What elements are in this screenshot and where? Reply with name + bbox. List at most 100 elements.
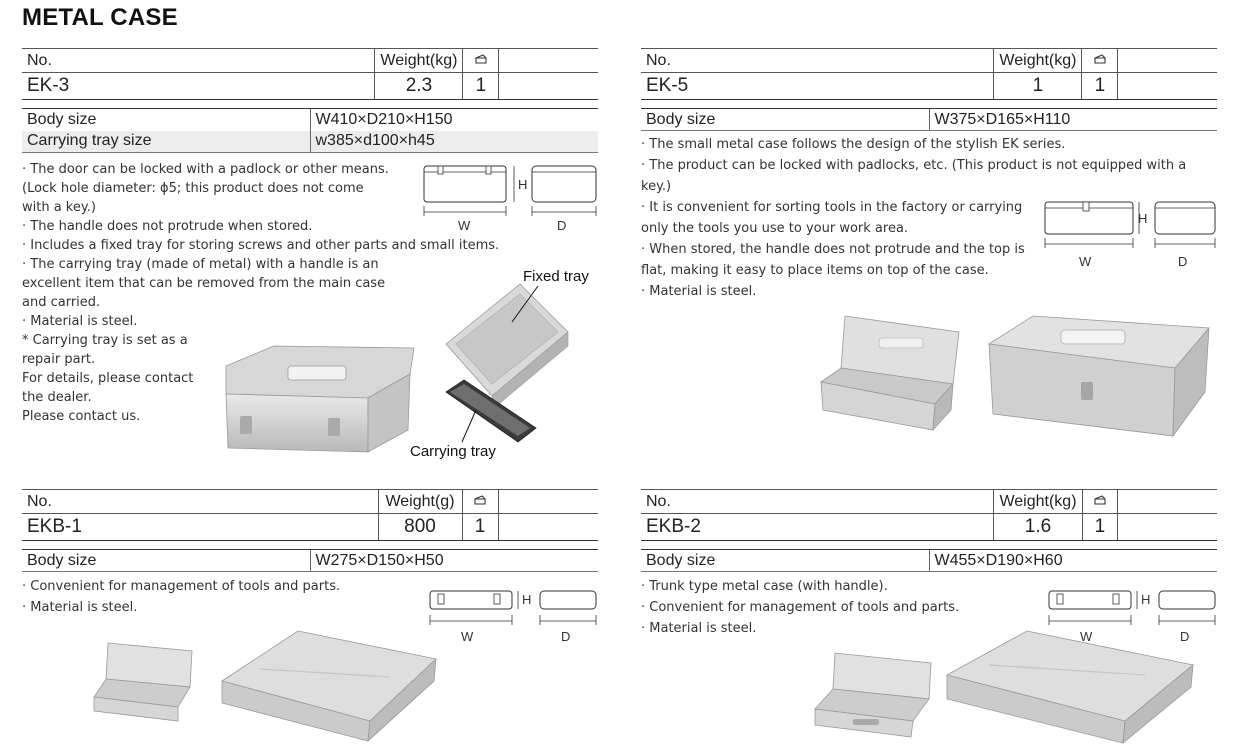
spec-table: No. Weight(kg) EK-5 1 1 [641,48,1217,100]
note-item: with a key.) [22,200,96,215]
dim-d-label: D [557,218,567,233]
note-item: · The product can be locked with padlock… [641,158,1187,173]
weight-header: Weight(kg) [993,48,1082,73]
model-number: EKB-1 [22,513,378,541]
note-item: key.) [641,179,672,194]
weight-header: Weight(g) [377,489,462,514]
dim-d-label: D [1180,629,1190,644]
note-item: and carried. [22,295,101,310]
size-table: Body size W455×D190×H60 [641,549,1217,572]
case-ek-5-open-image [819,315,960,432]
dimension-diagram [1044,201,1216,248]
no-header: No. [641,489,994,514]
body-size-label: Body size [641,549,929,572]
body-size-value: W275×D150×H50 [309,549,598,572]
dim-w-label: W [458,218,471,233]
case-ekb-1-closed-image [221,630,437,742]
quantity-value: 1 [1081,72,1118,100]
note-item: · Convenient for management of tools and… [641,600,960,615]
weight-header: Weight(kg) [374,48,463,73]
carrying-tray-leader-line [461,409,477,443]
box-icon [1081,489,1118,514]
trays-image [445,283,569,443]
dim-h-label: H [518,177,528,192]
quantity-value: 1 [1081,513,1118,541]
tray-size-value: w385×d100×h45 [309,130,598,153]
quantity-value: 1 [461,513,498,541]
note-item: · The small metal case follows the desig… [641,137,1066,152]
note-item: * Carrying tray is set as a [22,333,188,348]
notes-list: · Trunk type metal case (with handle). ·… [641,576,1041,639]
spec-table: No. Weight(kg) EKB-2 1.6 1 [641,489,1217,541]
dim-h-label: H [522,592,532,607]
dim-w-label: W [461,629,474,644]
note-item: repair part. [22,352,96,367]
body-size-label: Body size [641,108,929,131]
box-icon [461,489,498,514]
note-item: · The handle does not protrude when stor… [22,219,313,234]
note-item: · The door can be locked with a padlock … [22,162,389,177]
dimension-diagram [423,165,597,216]
note-item: · Material is steel. [641,284,757,299]
size-table: Body size W410×D210×H150 Carrying tray s… [22,108,598,153]
notes-list: · Convenient for management of tools and… [22,576,422,618]
model-number: EKB-2 [641,513,994,541]
note-item: (Lock hole diameter: ϕ5; this product do… [22,181,364,196]
size-table: Body size W375×D165×H110 [641,108,1217,131]
note-item: · Material is steel. [641,621,757,636]
case-ekb-2-closed-image [945,630,1194,744]
note-item: · It is convenient for sorting tools in … [641,200,1023,215]
no-header: No. [22,48,375,73]
fixed-tray-leader-line [511,285,539,323]
model-number: EK-3 [22,72,375,100]
tray-size-label: Carrying tray size [22,130,310,153]
dimension-diagram [429,590,597,625]
body-size-value: W455×D190×H60 [928,549,1217,572]
note-item: · Trunk type metal case (with handle). [641,579,888,594]
body-size-value: W410×D210×H150 [309,108,598,131]
spec-table: No. Weight(g) EKB-1 800 1 [22,489,598,541]
dim-w-label: W [1079,254,1092,269]
note-item: flat, making it easy to place items on t… [641,263,989,278]
dim-d-label: D [561,629,571,644]
body-size-label: Body size [22,549,310,572]
dim-d-label: D [1178,254,1188,269]
quantity-value: 1 [462,72,499,100]
note-item: For details, please contact [22,371,194,386]
note-item: the dealer. [22,390,92,405]
box-icon [1081,48,1118,73]
notes-list: · The door can be locked with a padlock … [22,160,522,426]
note-item: · When stored, the handle does not protr… [641,242,1025,257]
no-header: No. [641,48,994,73]
note-item: only the tools you use to your work area… [641,221,909,236]
product-ek-5: No. Weight(kg) EK-5 1 1 Body size W375×D… [641,48,1217,448]
note-item: excellent item that can be removed from … [22,276,386,291]
dim-w-label: W [1080,629,1093,644]
body-size-label: Body size [22,108,310,131]
weight-value: 1.6 [993,513,1083,541]
product-ekb-1: No. Weight(g) EKB-1 800 1 Body size W275… [22,489,598,751]
product-ek-3: No. Weight(kg) EK-3 2.3 1 Body size W410… [22,48,598,468]
model-number: EK-5 [641,72,994,100]
weight-header: Weight(kg) [993,489,1083,514]
carrying-tray-label: Carrying tray [410,443,496,460]
weight-value: 1 [993,72,1082,100]
case-ek-5-closed-image [987,315,1210,438]
body-size-value: W375×D165×H110 [928,108,1217,131]
note-item: · Material is steel. [22,314,138,329]
case-ekb-2-open-image [814,652,932,738]
case-ekb-1-open-image [93,642,193,722]
weight-value: 800 [377,513,462,541]
toolbox-ek-3-image [225,345,415,453]
spec-table: No. Weight(kg) EK-3 2.3 1 [22,48,598,100]
no-header: No. [22,489,378,514]
size-table: Body size W275×D150×H50 [22,549,598,572]
product-ekb-2: No. Weight(kg) EKB-2 1.6 1 Body size W45… [641,489,1217,751]
dimension-diagram [1048,590,1216,625]
note-item: Please contact us. [22,409,141,424]
dim-h-label: H [1138,211,1148,226]
note-item: · Material is steel. [22,600,138,615]
notes-list: · The small metal case follows the desig… [641,134,1217,302]
dim-h-label: H [1141,592,1151,607]
fixed-tray-label: Fixed tray [523,268,589,285]
